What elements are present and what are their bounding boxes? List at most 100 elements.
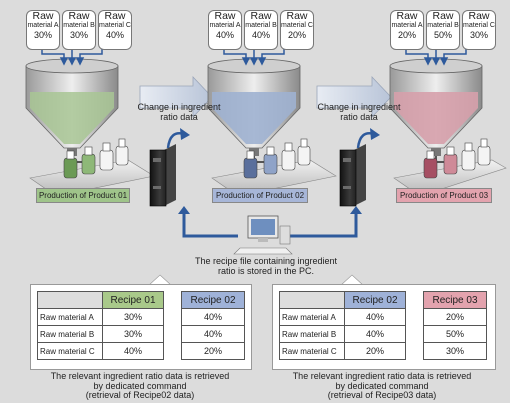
recipe-table-to-1: Recipe 02 40% 40% 20% <box>181 291 245 360</box>
product-label-2: Production of Product 02 <box>212 188 308 203</box>
refresh-arrow-2 <box>356 128 380 149</box>
raw-label: Raw <box>68 10 90 22</box>
recipe-table-from-1: Recipe 01 Raw material A 30% Raw materia… <box>37 291 164 360</box>
material-percent: 40% <box>215 30 234 40</box>
table-row: 40% <box>181 308 245 326</box>
material-percent: 50% <box>433 30 452 40</box>
row-label: Raw material A <box>279 308 345 326</box>
refresh-arrow-1 <box>166 128 190 149</box>
raw-label: Raw <box>396 10 418 22</box>
mixing-tank-2 <box>207 58 301 168</box>
bottles-3 <box>423 138 491 179</box>
stage-arrow-1 <box>139 75 213 119</box>
material-name: material A <box>27 22 59 29</box>
raw-material-box-a-stage-2: Raw material A 40% <box>208 10 242 50</box>
row-label: Raw material C <box>37 342 103 360</box>
network-arrow-2 <box>350 206 362 214</box>
material-percent: 20% <box>397 30 416 40</box>
pc-caption-line-2: ratio is stored in the PC. <box>217 266 315 276</box>
controller-device-1 <box>149 144 176 207</box>
material-name: material C <box>463 22 495 29</box>
raw-label: Raw <box>286 10 308 22</box>
table-row: 50% <box>423 325 487 343</box>
row-label: Raw material B <box>37 325 103 343</box>
to-value: 50% <box>423 325 487 343</box>
change-text-line-1: Change in ingredient <box>317 102 401 112</box>
recipe-to-header: Recipe 02 <box>181 291 245 309</box>
pc-caption-line-1: The recipe file containing ingredient <box>194 256 338 266</box>
raw-material-box-b-stage-1: Raw material B 30% <box>62 10 96 50</box>
raw-label: Raw <box>468 10 490 22</box>
table-row: Raw material C 40% <box>37 342 164 360</box>
controller-device-2 <box>339 144 366 207</box>
caption-line-1: The relevant ingredient ratio data is re… <box>292 371 472 381</box>
from-value: 20% <box>344 342 406 360</box>
raw-label: Raw <box>250 10 272 22</box>
pc-icon <box>233 215 293 255</box>
material-percent: 30% <box>69 30 88 40</box>
raw-material-box-a-stage-1: Raw material A 30% <box>26 10 60 50</box>
network-lines <box>182 212 358 238</box>
recipe-from-header: Recipe 02 <box>344 291 406 309</box>
bottles-2 <box>243 138 311 179</box>
from-value: 40% <box>344 308 406 326</box>
stage-arrow-2 <box>316 75 392 119</box>
to-value: 40% <box>181 325 245 343</box>
from-value: 40% <box>102 342 164 360</box>
raw-material-box-a-stage-3: Raw material A 20% <box>390 10 424 50</box>
to-value: 30% <box>423 342 487 360</box>
raw-material-box-c-stage-3: Raw material C 30% <box>462 10 496 50</box>
network-arrow-1 <box>178 206 190 214</box>
to-value: 20% <box>181 342 245 360</box>
from-value: 40% <box>344 325 406 343</box>
material-name: material A <box>391 22 423 29</box>
bottles-1 <box>63 138 129 179</box>
raw-label: Raw <box>32 10 54 22</box>
recipe-table-panel-2: Recipe 02 Raw material A 40% Raw materia… <box>272 284 496 370</box>
to-value: 40% <box>181 308 245 326</box>
table-caption-2: The relevant ingredient ratio data is re… <box>262 371 502 401</box>
raw-material-box-c-stage-2: Raw material C 20% <box>280 10 314 50</box>
table-row: 40% <box>181 325 245 343</box>
mixing-tank-3 <box>389 58 483 168</box>
table-row: Raw material A 30% <box>37 308 164 326</box>
material-name: material B <box>427 22 459 29</box>
raw-label: Raw <box>432 10 454 22</box>
row-label: Raw material C <box>279 342 345 360</box>
row-label: Raw material B <box>279 325 345 343</box>
table-corner <box>279 291 345 309</box>
row-label: Raw material A <box>37 308 103 326</box>
raw-material-box-b-stage-2: Raw material B 40% <box>244 10 278 50</box>
material-name: material B <box>63 22 95 29</box>
table-caption-1: The relevant ingredient ratio data is re… <box>20 371 260 401</box>
table-row: 20% <box>181 342 245 360</box>
material-percent: 20% <box>287 30 306 40</box>
material-percent: 40% <box>251 30 270 40</box>
material-percent: 40% <box>105 30 124 40</box>
table-row: Raw material A 40% <box>279 308 406 326</box>
table-row: 30% <box>423 342 487 360</box>
raw-material-box-c-stage-1: Raw material C 40% <box>98 10 132 50</box>
material-name: material C <box>281 22 313 29</box>
table-row: Raw material B 30% <box>37 325 164 343</box>
table-corner <box>37 291 103 309</box>
from-value: 30% <box>102 325 164 343</box>
recipe-table-from-2: Recipe 02 Raw material A 40% Raw materia… <box>279 291 406 360</box>
recipe-table-panel-1: Recipe 01 Raw material A 30% Raw materia… <box>30 284 252 370</box>
material-feed-arrows <box>41 48 467 66</box>
from-value: 30% <box>102 308 164 326</box>
caption-line-2: by dedicated command <box>93 380 187 391</box>
recipe-to-header: Recipe 03 <box>423 291 487 309</box>
change-text-2: Change in ingredient ratio data <box>306 102 412 122</box>
change-text-line-2: ratio data <box>340 112 378 122</box>
material-name: material A <box>209 22 241 29</box>
table-row: Raw material B 40% <box>279 325 406 343</box>
table-row: Raw material C 20% <box>279 342 406 360</box>
caption-line-1: The relevant ingredient ratio data is re… <box>50 371 230 381</box>
caption-line-2: by dedicated command <box>335 380 429 391</box>
material-percent: 30% <box>33 30 52 40</box>
product-label-3: Production of Product 03 <box>396 188 492 203</box>
recipe-from-header: Recipe 01 <box>102 291 164 309</box>
